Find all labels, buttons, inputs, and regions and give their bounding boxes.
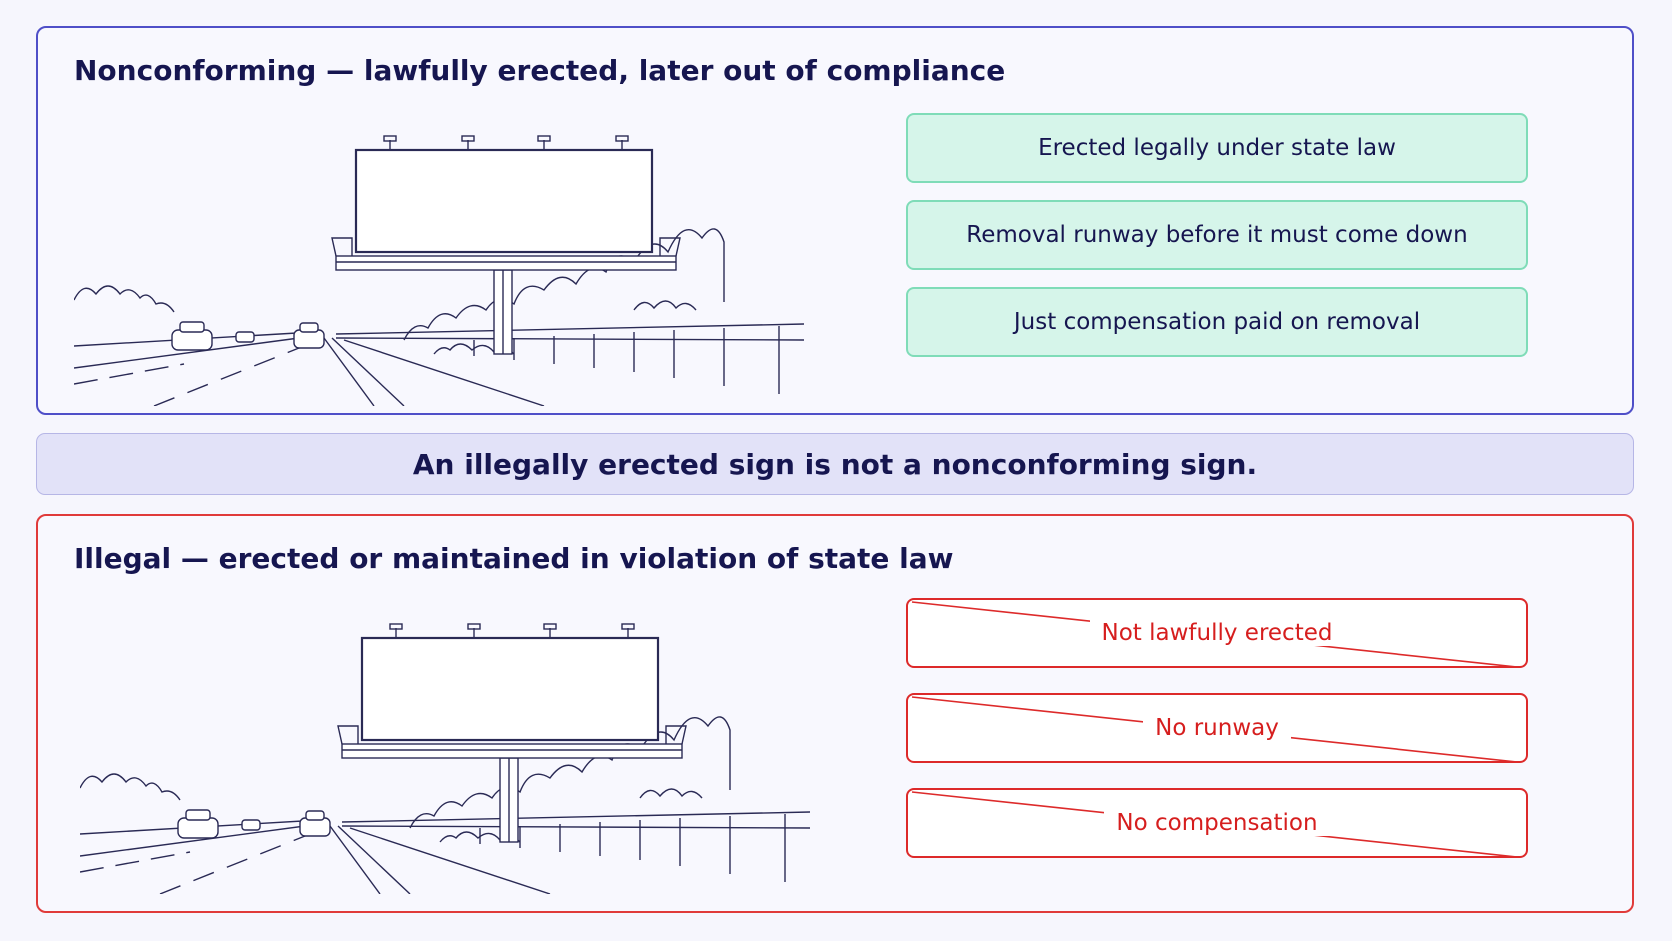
illegal-title: Illegal — erected or maintained in viola… [74, 542, 954, 575]
nonconforming-point-removal-runway: Removal runway before it must come down [906, 200, 1528, 270]
illegal-point-no-compensation: No compensation [906, 788, 1528, 858]
point-label: No compensation [1104, 810, 1330, 836]
illegal-point-not-lawfully-erected: Not lawfully erected [906, 598, 1528, 668]
nonconforming-point-just-compensation: Just compensation paid on removal [906, 287, 1528, 357]
nonconforming-point-erected-legally: Erected legally under state law [906, 113, 1528, 183]
point-label: Just compensation paid on removal [1013, 309, 1421, 335]
point-label: Not lawfully erected [1089, 620, 1345, 646]
point-label: Erected legally under state law [1038, 135, 1396, 161]
highway-billboard-illustration [74, 135, 804, 406]
banner-text: An illegally erected sign is not a nonco… [412, 447, 1258, 481]
point-label: No runway [1143, 715, 1291, 741]
illegal-panel: Illegal — erected or maintained in viola… [36, 514, 1634, 913]
point-label: Removal runway before it must come down [966, 222, 1468, 248]
illegal-point-no-runway: No runway [906, 693, 1528, 763]
highway-billboard-illustration [80, 623, 810, 894]
nonconforming-title: Nonconforming — lawfully erected, later … [74, 54, 1006, 87]
nonconforming-panel: Nonconforming — lawfully erected, later … [36, 26, 1634, 415]
distinction-banner: An illegally erected sign is not a nonco… [36, 433, 1634, 495]
